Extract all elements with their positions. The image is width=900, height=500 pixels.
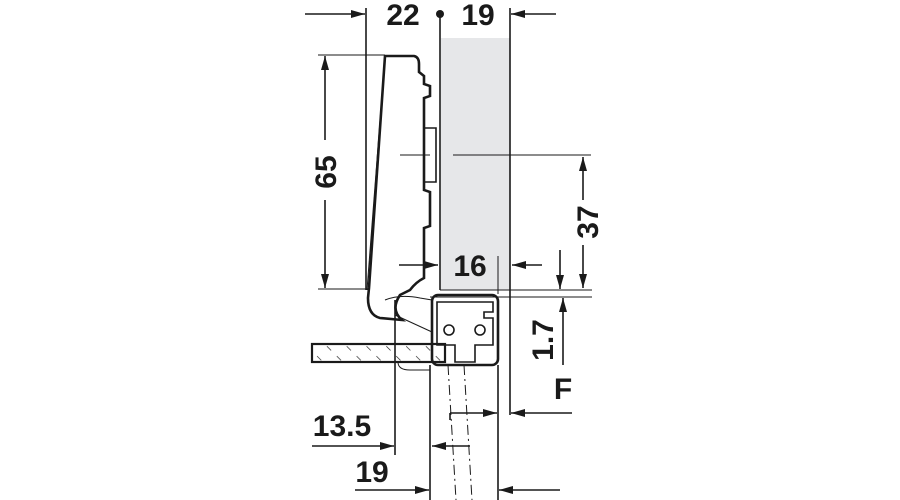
glass-shelf [310,342,447,371]
dimension-37: 37 [572,157,605,288]
pivot-dot [436,10,444,18]
dimension-top: 22 19 [305,0,556,32]
dimension-19-bottom: 19 [355,456,560,494]
dim-19-bottom-label: 19 [355,456,388,489]
dim-65-label: 65 [310,155,343,188]
dimension-F: F [450,373,572,417]
dimension-16: 16 [399,250,542,294]
dimension-65: 65 [310,54,385,290]
aluminium-profile [384,293,500,367]
dimension-1-7: 1.7 [527,250,567,365]
dim-13-5-label: 13.5 [313,410,371,443]
door-panel [441,38,510,290]
dim-F-label: F [554,373,572,406]
dim-19-top-label: 19 [461,0,494,32]
dim-16-label: 16 [453,250,486,283]
dimension-13-5: 13.5 [312,410,470,450]
hinge-arm [366,54,432,322]
dim-1-7-label: 1.7 [527,319,560,361]
dim-22-label: 22 [386,0,419,32]
dim-37-label: 37 [572,205,605,238]
